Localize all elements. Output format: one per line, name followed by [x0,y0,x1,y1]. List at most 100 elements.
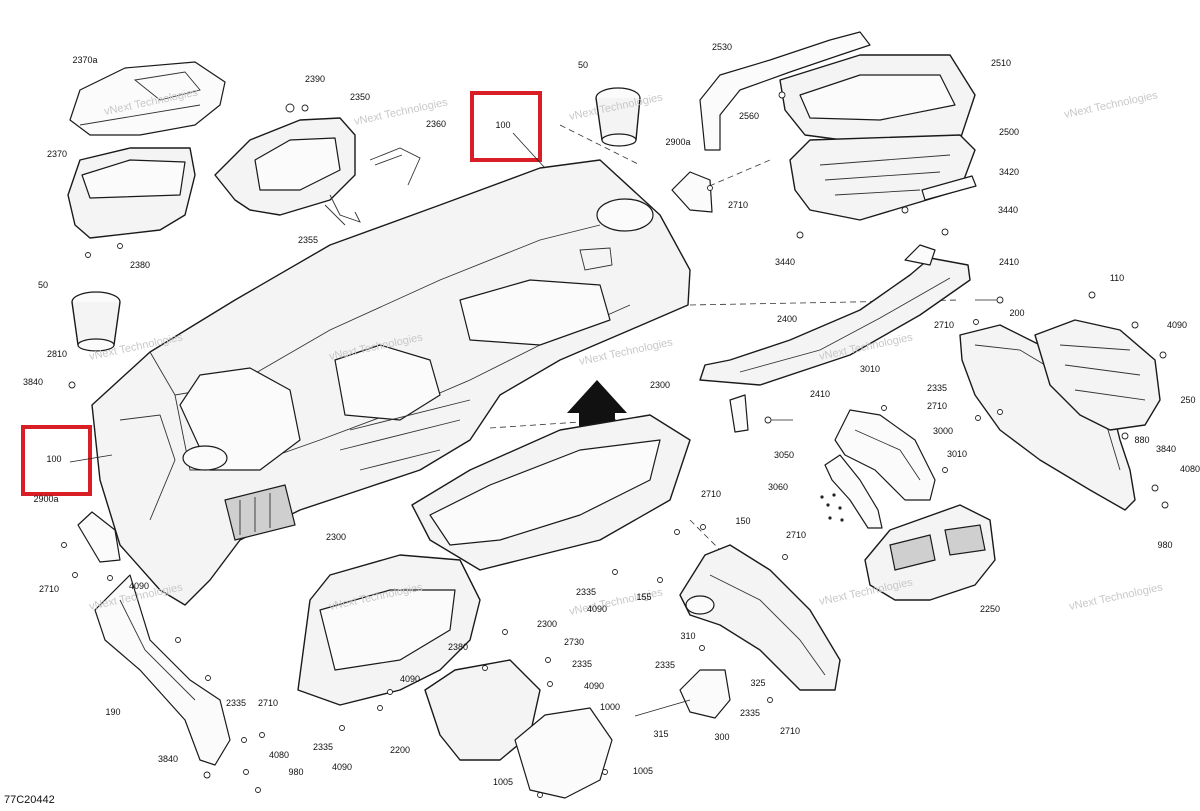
callout-2300: 2300 [326,532,346,542]
callout-2510: 2510 [991,58,1011,68]
callout-2730: 2730 [564,637,584,647]
callout-2900a: 2900a [33,494,58,504]
svg-text:vNext Technologies: vNext Technologies [1068,581,1164,613]
callout-3010: 3010 [860,364,880,374]
callout-2500: 2500 [999,127,1019,137]
part-2300-glovebox-center [411,414,691,571]
highlight-box-100-left [21,425,92,496]
callout-3840: 3840 [23,377,43,387]
callout-3840: 3840 [158,754,178,764]
callout-2360: 2360 [426,119,446,129]
callout-2350: 2350 [350,92,370,102]
callout-880: 880 [1134,435,1149,445]
callout-3420: 3420 [999,167,1019,177]
callout-325: 325 [750,678,765,688]
callout-2355: 2355 [298,235,318,245]
highlight-box-100-top [470,91,542,162]
callout-3060: 3060 [768,482,788,492]
callout-2810: 2810 [47,349,67,359]
part-3050-clip [824,454,883,529]
callout-4080: 4080 [1180,464,1200,474]
callout-2335: 2335 [313,742,333,752]
callout-2335: 2335 [655,660,675,670]
callout-2710: 2710 [728,200,748,210]
part-2370-bin [67,147,196,258]
callout-250: 250 [1180,395,1195,405]
callout-2300: 2300 [537,619,557,629]
callout-4090: 4090 [587,604,607,614]
callout-2400: 2400 [777,314,797,324]
callout-2710: 2710 [701,489,721,499]
part-2350-bezel [214,103,356,216]
part-2370a-cover [69,61,226,136]
callout-4090: 4090 [584,681,604,691]
callout-4090: 4090 [400,674,420,684]
callout-100: 100 [46,454,61,464]
callout-155: 155 [636,592,651,602]
svg-text:vNext Technologies: vNext Technologies [1063,89,1159,121]
part-2360-clip [369,147,421,186]
part-2530-handle [699,31,871,151]
callout-2335: 2335 [572,659,592,669]
callout-3000: 3000 [933,426,953,436]
callout-2380: 2380 [448,642,468,652]
callout-300: 300 [714,732,729,742]
callout-2710: 2710 [258,698,278,708]
callout-2710: 2710 [780,726,800,736]
callout-2200: 2200 [390,745,410,755]
part-2900a-bracket-top [671,171,713,213]
callout-2530: 2530 [712,42,732,52]
callout-150: 150 [735,516,750,526]
part-2900a-bracket-left [77,511,121,563]
callout-2390: 2390 [305,74,325,84]
callout-4090: 4090 [1167,320,1187,330]
callout-4090: 4090 [332,762,352,772]
callout-2410: 2410 [810,389,830,399]
part-3420-strip [921,175,977,201]
part-250-vent [1034,319,1161,431]
callout-2370: 2370 [47,149,67,159]
callout-1000: 1000 [600,702,620,712]
callout-2335: 2335 [576,587,596,597]
part-150-support [679,544,841,691]
figure-id: 77C20442 [4,794,55,806]
callout-980: 980 [288,767,303,777]
callout-labels: 2370a 2370 2380 2390 2350 2360 2355 100 50 2530 25… [23,42,1200,787]
callout-3050: 3050 [774,450,794,460]
callout-2710: 2710 [927,401,947,411]
part-2250-vent-cluster [864,504,996,601]
callout-2335: 2335 [226,698,246,708]
callout-3010: 3010 [947,449,967,459]
part-3060-clips [820,493,844,522]
callout-4080: 4080 [269,750,289,760]
callout-2410: 2410 [999,257,1019,267]
part-190-lower-bracket [94,574,231,766]
part-1000-cover [514,707,613,799]
callout-2335: 2335 [740,708,760,718]
callout-190: 190 [105,707,120,717]
callout-2710: 2710 [934,320,954,330]
callout-3440: 3440 [998,205,1018,215]
part-3000-bracket [834,409,936,501]
callout-310: 310 [680,631,695,641]
fasteners [61,91,1169,798]
dashboard-part-100 [91,159,691,606]
callout-1005: 1005 [633,766,653,776]
callout-2380: 2380 [130,260,150,270]
callout-3440: 3440 [775,257,795,267]
callout-315: 315 [653,729,668,739]
callout-2250: 2250 [980,604,1000,614]
callout-2710: 2710 [39,584,59,594]
callout-2560: 2560 [739,111,759,121]
callout-980: 980 [1157,540,1172,550]
part-2300-glovebox-lower [297,554,481,706]
callout-2710: 2710 [786,530,806,540]
callout-110: 110 [1110,273,1124,283]
callout-2370a: 2370a [72,55,97,65]
callout-50: 50 [38,280,48,290]
callout-3840: 3840 [1156,444,1176,454]
callout-1005: 1005 [493,777,513,787]
callout-50: 50 [578,60,588,70]
callout-100: 100 [495,120,510,130]
